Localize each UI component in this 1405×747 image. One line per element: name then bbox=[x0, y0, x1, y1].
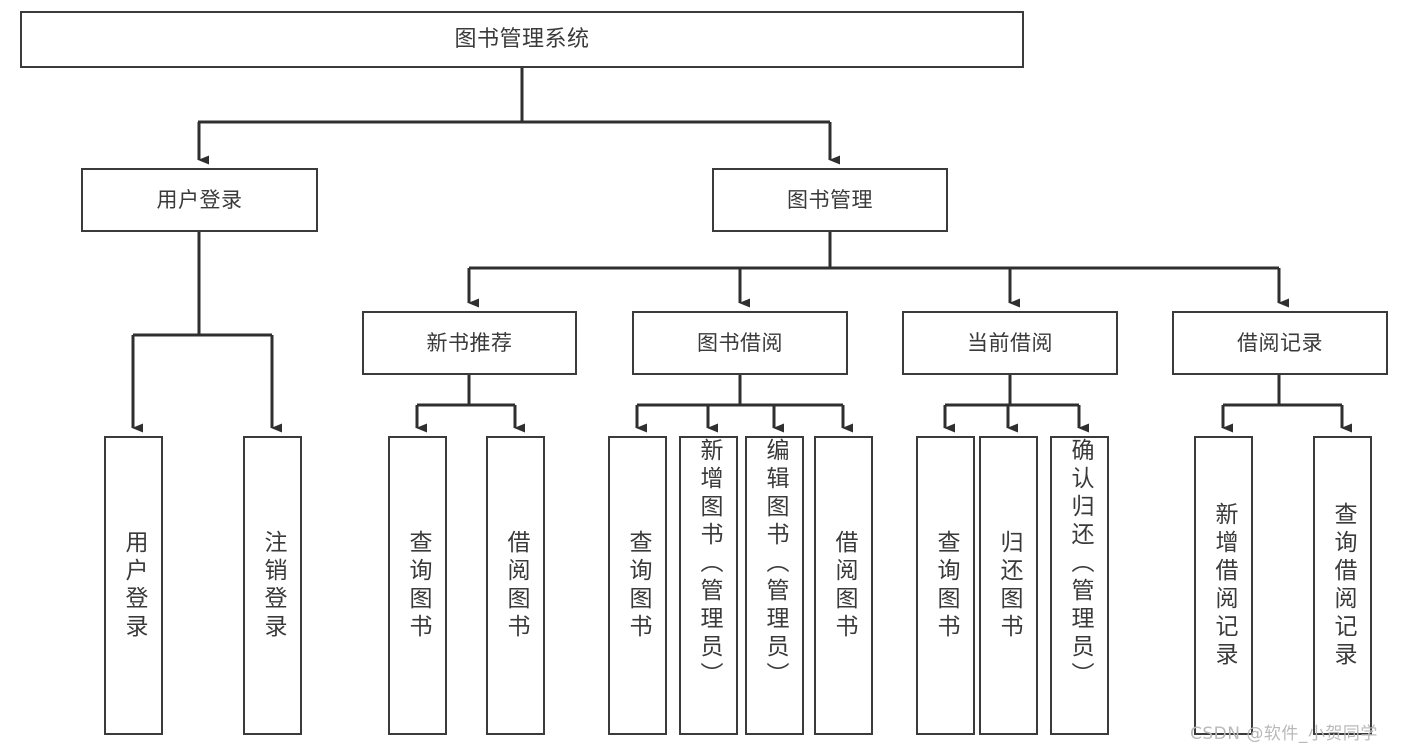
node-borrow-record[interactable]: 借阅记录 bbox=[1172, 311, 1388, 375]
node-label: 查询图书 bbox=[933, 529, 959, 642]
leaf-logout-login[interactable]: 注销登录 bbox=[243, 436, 302, 735]
node-label: 图书借阅 bbox=[697, 330, 783, 355]
node-book-borrow[interactable]: 图书借阅 bbox=[632, 311, 848, 375]
node-label: 查询图书 bbox=[405, 529, 431, 642]
node-label: 借阅图书 bbox=[503, 529, 529, 642]
node-new-book-recommend[interactable]: 新书推荐 bbox=[362, 311, 577, 375]
node-label: 用户登录 bbox=[121, 529, 147, 642]
node-label: 借阅记录 bbox=[1237, 330, 1323, 355]
leaf-query-book-borrow[interactable]: 查询图书 bbox=[608, 436, 667, 735]
node-label: 查询借阅记录 bbox=[1330, 501, 1356, 670]
node-label: 编辑图书（管理员） bbox=[762, 438, 788, 690]
node-label: 注销登录 bbox=[260, 529, 286, 642]
node-book-management[interactable]: 图书管理 bbox=[712, 168, 948, 232]
node-label: 新书推荐 bbox=[426, 330, 513, 355]
node-label: 新增图书（管理员） bbox=[696, 438, 722, 690]
node-label: 图书管理系统 bbox=[454, 26, 590, 52]
leaf-add-book[interactable]: 新增图书（管理员） bbox=[679, 436, 738, 735]
leaf-user-login[interactable]: 用户登录 bbox=[104, 436, 163, 735]
leaf-query-borrow-record[interactable]: 查询借阅记录 bbox=[1313, 436, 1372, 735]
leaf-edit-book[interactable]: 编辑图书（管理员） bbox=[745, 436, 804, 735]
node-label: 确认归还（管理员） bbox=[1067, 438, 1093, 690]
leaf-query-book-current[interactable]: 查询图书 bbox=[916, 436, 975, 735]
node-label: 图书管理 bbox=[787, 187, 873, 212]
watermark-text: CSDN @软件_小贺同学 bbox=[1190, 724, 1378, 744]
leaf-borrow-book-recommend[interactable]: 借阅图书 bbox=[486, 436, 545, 735]
node-user-login[interactable]: 用户登录 bbox=[81, 168, 318, 232]
leaf-return-book[interactable]: 归还图书 bbox=[979, 436, 1038, 735]
leaf-query-book-recommend[interactable]: 查询图书 bbox=[388, 436, 447, 735]
node-label: 新增借阅记录 bbox=[1211, 501, 1237, 670]
leaf-confirm-return[interactable]: 确认归还（管理员） bbox=[1050, 436, 1109, 735]
node-label: 当前借阅 bbox=[967, 330, 1053, 355]
node-root-book-management-system[interactable]: 图书管理系统 bbox=[20, 11, 1024, 68]
node-current-borrow[interactable]: 当前借阅 bbox=[902, 311, 1118, 375]
leaf-add-borrow-record[interactable]: 新增借阅记录 bbox=[1194, 436, 1253, 735]
node-label: 用户登录 bbox=[156, 187, 243, 212]
node-label: 借阅图书 bbox=[831, 529, 857, 642]
node-label: 查询图书 bbox=[625, 529, 651, 642]
node-label: 归还图书 bbox=[996, 529, 1022, 642]
leaf-borrow-book[interactable]: 借阅图书 bbox=[814, 436, 873, 735]
